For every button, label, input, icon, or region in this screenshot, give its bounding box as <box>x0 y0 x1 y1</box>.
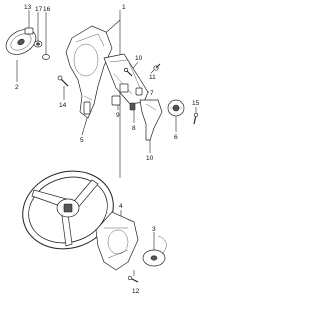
callout-4: 4 <box>119 203 123 210</box>
steering-hub-part <box>65 25 113 119</box>
spoke-plate-part <box>95 211 139 271</box>
callout-6: 6 <box>174 134 178 141</box>
callout-10-top: 10 <box>135 55 143 62</box>
bottom-screw-part <box>127 275 139 283</box>
steering-wheel-part <box>22 170 114 250</box>
callout-10-bottom: 10 <box>146 155 154 162</box>
callout-9: 9 <box>116 112 120 119</box>
callout-7: 7 <box>150 90 154 97</box>
lever-bracket-part <box>139 99 163 141</box>
side-screw-part <box>193 112 199 125</box>
clip-part <box>135 87 143 96</box>
horn-pad-part <box>5 29 37 55</box>
nut-washer-parts <box>24 27 50 60</box>
callout-5: 5 <box>80 137 84 144</box>
callout-13: 13 <box>24 4 32 11</box>
callout-12: 12 <box>132 288 140 295</box>
small-screw-parts <box>124 63 161 77</box>
exploded-parts-diagram: 1 13 17 16 2 14 5 10 11 7 9 8 10 6 15 4 … <box>5 4 200 295</box>
callout-17: 17 <box>35 6 43 13</box>
callout-14: 14 <box>59 102 67 109</box>
ring-part <box>167 99 185 117</box>
horn-ring-part <box>142 235 167 267</box>
callout-labels: 1 13 17 16 2 14 5 10 11 7 9 8 10 6 15 4 … <box>15 4 200 295</box>
callout-3: 3 <box>152 226 156 233</box>
callout-11: 11 <box>149 74 156 81</box>
screw-part <box>57 75 69 87</box>
callout-15: 15 <box>192 100 200 107</box>
callout-16: 16 <box>43 6 51 13</box>
callout-8: 8 <box>132 125 136 132</box>
callout-1: 1 <box>122 4 126 11</box>
contact-parts <box>111 95 136 111</box>
callout-2: 2 <box>15 84 19 91</box>
